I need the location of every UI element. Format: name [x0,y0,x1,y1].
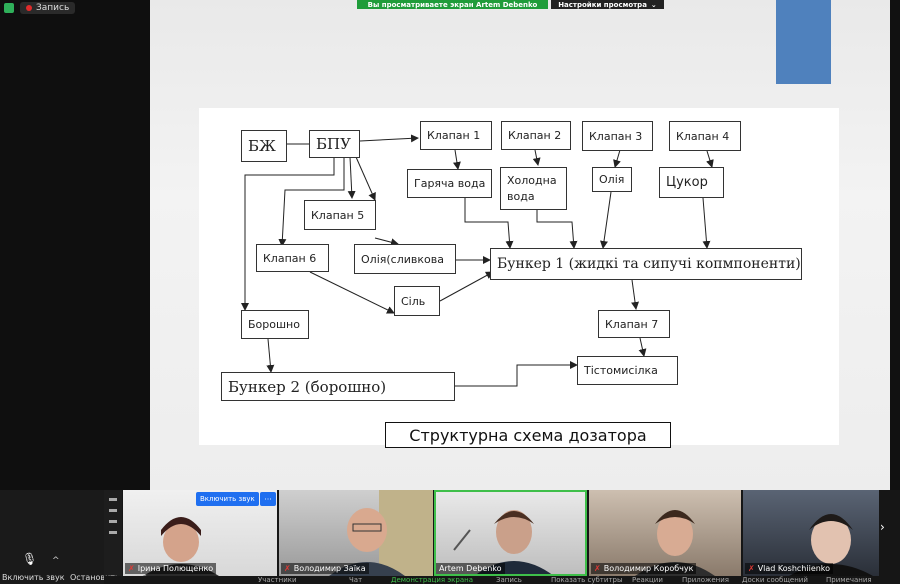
video-tile[interactable]: ✗Vlad Koshchiienko [743,490,879,576]
slide-decoration [776,0,831,84]
node-hot-water: Гаряча вода [407,169,492,198]
participant-name-text: Artem Debenko [439,564,502,573]
recording-pill[interactable]: Запись [20,2,76,14]
gallery-view-controls[interactable] [104,490,122,576]
mic-muted-icon: ✗ [128,564,135,573]
node-flour-label: Борошно [248,318,300,331]
right-gutter [890,0,900,490]
node-mixer: Тістомисілка [577,356,678,385]
node-cold-water-label: Холодна вода [507,173,557,203]
node-klapan3-label: Клапан 3 [589,129,643,143]
node-sugar-label: Цукор [666,175,708,190]
mic-muted-icon[interactable]: 🎙 [22,552,38,566]
view-options-label: Настройки просмотра [558,0,647,9]
node-klapan2: Клапан 2 [501,121,571,150]
participant-name-text: Vlad Koshchiienko [757,564,831,573]
node-klapan3: Клапан 3 [582,121,653,151]
more-options-button[interactable]: ··· [260,492,276,506]
recording-indicator: Запись [0,0,79,16]
diagram-caption: Структурна схема дозатора [385,422,671,448]
toolbar-participants[interactable]: Участники [258,576,297,584]
node-bunker2: Бункер 2 (борошно) [221,372,455,401]
node-klapan4: Клапан 4 [669,121,741,151]
unmute-button-label: Включить звук [200,495,255,503]
node-klapan5-label: Клапан 5 [311,208,365,222]
node-bunker1: Бункер 1 (жидкі та сипучі копмпоненти) [490,248,802,280]
node-bzh-label: БЖ [248,137,276,155]
mic-muted-icon: ✗ [284,564,291,573]
node-oil: Олія [592,167,632,192]
node-oil-label: Олія [599,173,625,186]
view-bar-icon [109,498,117,501]
toolbar-record[interactable]: Запись [496,576,522,584]
recording-label: Запись [36,3,70,13]
node-klapan5: Клапан 5 [304,200,376,230]
node-bpu-label: БПУ [316,135,351,153]
toolbar-reactions[interactable]: Реакции [632,576,663,584]
unmute-participant-button[interactable]: Включить звук [196,492,259,506]
node-klapan2-label: Клапан 2 [508,129,562,142]
node-butter-label: Олія(сливкова [361,252,444,266]
toolbar-whiteboard[interactable]: Доски сообщений [742,576,808,584]
participant-name: ✗Володимир Заїка [281,563,369,574]
toolbar-notes[interactable]: Примечания [826,576,872,584]
node-hot-water-label: Гаряча вода [414,177,486,190]
meeting-toolbar [0,540,104,584]
mic-muted-icon: ✗ [594,564,601,573]
node-klapan1-label: Клапан 1 [427,129,481,142]
security-shield-icon [4,3,14,13]
view-bar-icon [109,520,117,523]
toolbar-subtitles[interactable]: Показать субтитры [551,576,623,584]
node-klapan4-label: Клапан 4 [676,129,730,143]
view-bar-icon [109,509,117,512]
next-page-icon[interactable]: › [880,520,885,534]
node-bunker1-label: Бункер 1 (жидкі та сипучі копмпоненти) [497,256,801,272]
participant-name-text: Володимир Заїка [293,564,366,573]
participant-name: ✗Ірина Полющенко [125,563,217,574]
participant-name: ✗Володимир Коробчук [591,563,697,574]
chevron-down-icon: ⌄ [650,0,657,9]
node-klapan7-label: Клапан 7 [605,317,659,331]
participant-name: ✗Vlad Koshchiienko [745,563,834,574]
chevron-up-icon[interactable]: ^ [52,556,60,566]
video-tile-active-speaker[interactable]: Artem Debenko [434,490,587,576]
node-bunker2-label: Бункер 2 (борошно) [228,377,387,396]
node-sugar: Цукор [659,167,724,198]
video-tile[interactable]: ✗Володимир Заїка [279,490,433,576]
view-options-button[interactable]: Настройки просмотра ⌄ [551,0,664,9]
toolbar-chat[interactable]: Чат [349,576,363,584]
node-bzh: БЖ [241,130,287,162]
participant-name-text: Ірина Полющенко [137,564,214,573]
node-klapan6-label: Клапан 6 [263,251,317,265]
video-tile[interactable]: ✗Володимир Коробчук [589,490,741,576]
participant-name-text: Володимир Коробчук [603,564,694,573]
toolbar-apps[interactable]: Приложения [682,576,729,584]
node-bpu: БПУ [309,130,360,158]
toolbar-mic-text: Включить звук [2,573,65,582]
node-klapan7: Клапан 7 [598,310,670,338]
node-salt-label: Сіль [401,294,426,308]
participant-name: Artem Debenko [436,563,505,574]
record-dot-icon [26,5,32,11]
mic-muted-icon: ✗ [748,564,755,573]
left-gutter [0,0,150,490]
share-banner: Вы просматриваете экран Artem Debenko [357,0,548,9]
node-flour: Борошно [241,310,309,339]
node-klapan6: Клапан 6 [256,244,329,272]
node-butter: Олія(сливкова [354,244,456,274]
toolbar-mic-label[interactable]: Включить звук [2,573,65,582]
node-salt: Сіль [394,286,440,316]
diagram-caption-text: Структурна схема дозатора [409,425,647,445]
node-cold-water: Холодна вода [500,167,567,210]
toolbar-strip: Участники Чат Демонстрация экрана Запись… [104,576,900,584]
toolbar-share[interactable]: Демонстрация экрана [391,576,473,584]
node-mixer-label: Тістомисілка [584,364,658,377]
more-options-icon: ··· [264,494,272,504]
share-banner-text: Вы просматриваете экран Artem Debenko [367,0,538,9]
view-bar-icon [109,531,117,534]
node-klapan1: Клапан 1 [420,121,492,150]
